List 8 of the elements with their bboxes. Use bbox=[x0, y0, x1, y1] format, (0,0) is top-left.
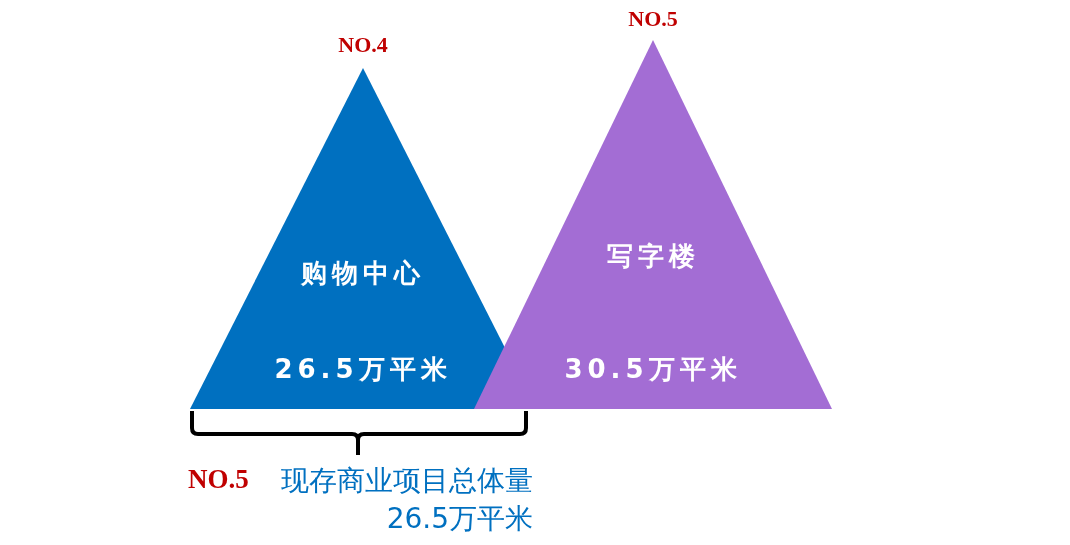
category-label: 购物中心 bbox=[301, 257, 425, 290]
rank-label: NO.5 bbox=[628, 6, 678, 32]
summary-text: 现存商业项目总体量 26.5万平米 bbox=[280, 463, 533, 537]
rank-label: NO.4 bbox=[338, 32, 388, 58]
category-label: 写字楼 bbox=[606, 240, 700, 273]
area-label: 30.5万平米 bbox=[564, 353, 742, 386]
area-label: 26.5万平米 bbox=[274, 353, 452, 386]
rank-label: NO.5 bbox=[188, 464, 249, 495]
